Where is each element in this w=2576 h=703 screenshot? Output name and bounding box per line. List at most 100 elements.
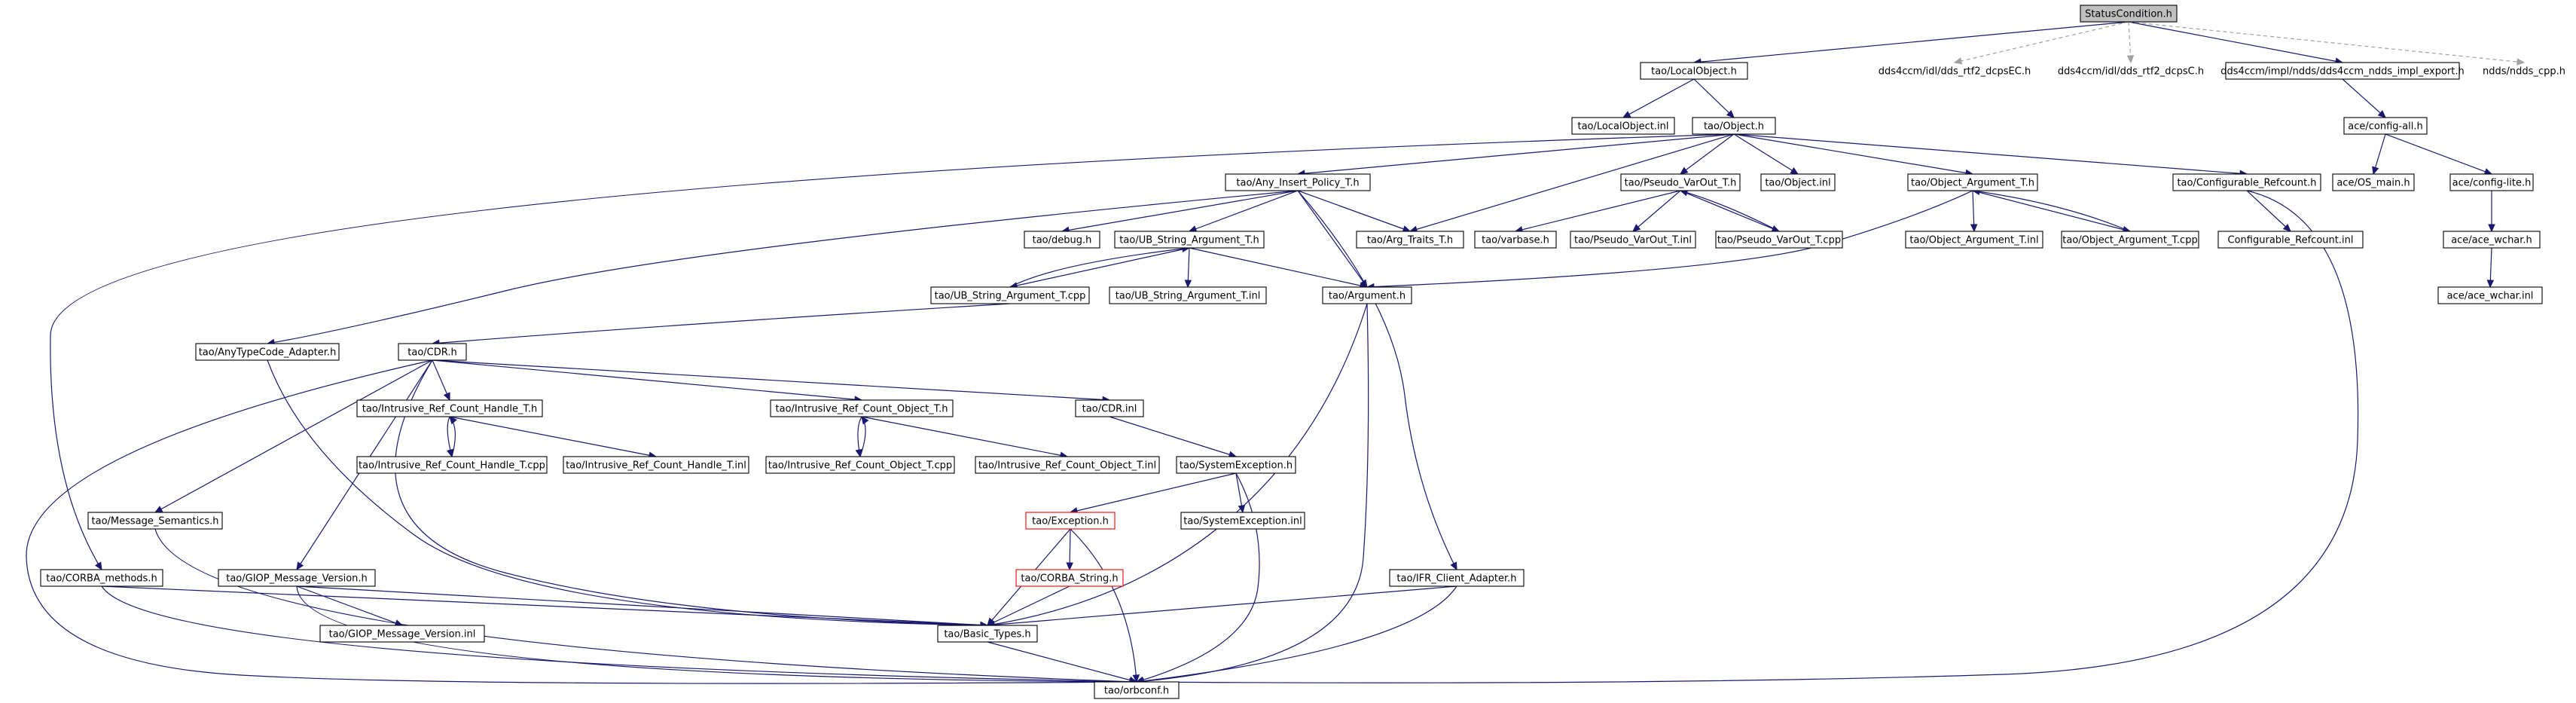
node-box bbox=[87, 512, 223, 530]
node-message-semantics[interactable]: tao/Message_Semantics.h bbox=[87, 512, 223, 530]
node-arg-traits[interactable]: tao/Arg_Traits_T.h bbox=[1356, 231, 1464, 249]
node-label: tao/IFR_Client_Adapter.h bbox=[1396, 573, 1516, 585]
node-box bbox=[1176, 456, 1296, 474]
edge-any_insert_policy-to-ub_string_arg_h bbox=[1189, 190, 1299, 232]
node-label: tao/Object_Argument_T.inl bbox=[1909, 235, 2038, 246]
node-ub-string-arg-h[interactable]: tao/UB_String_Argument_T.h bbox=[1114, 231, 1265, 249]
edge-ifr_client_adapter-to-basic_types bbox=[987, 585, 1457, 626]
node-giop-version-inl[interactable]: tao/GIOP_Message_Version.inl bbox=[319, 625, 485, 643]
node-box bbox=[195, 343, 340, 361]
edge-object_h-to-object_inl bbox=[1733, 133, 1799, 175]
edge-object_h-to-pseudo_varout_h bbox=[1680, 133, 1735, 175]
node-box bbox=[2217, 231, 2364, 249]
node-object-argument-inl[interactable]: tao/Object_Argument_T.inl bbox=[1905, 231, 2043, 249]
node-config-all[interactable]: ace/config-all.h bbox=[2343, 117, 2428, 135]
node-configurable-refcount-inl[interactable]: Configurable_Refcount.inl bbox=[2217, 231, 2364, 249]
node-box bbox=[218, 569, 376, 587]
node-system-exception-inl[interactable]: tao/SystemException.inl bbox=[1180, 512, 1305, 530]
edge-pseudo_varout_h-to-pseudo_varout_inl bbox=[1632, 190, 1681, 232]
edge-object_h-to-arg_traits bbox=[1409, 133, 1735, 232]
node-orbconf[interactable]: tao/orbconf.h bbox=[1094, 681, 1180, 699]
edge-object_h-to-corba_methods bbox=[50, 133, 1735, 570]
node-label: tao/UB_String_Argument_T.h bbox=[1119, 235, 1259, 246]
edge-system_exception_h-to-orbconf bbox=[1136, 472, 1260, 683]
edge-arrowhead bbox=[1132, 674, 1140, 683]
node-giop-version-h[interactable]: tao/GIOP_Message_Version.h bbox=[218, 569, 376, 587]
node-anytypecode-adapter[interactable]: tao/AnyTypeCode_Adapter.h bbox=[195, 343, 340, 361]
node-label: tao/AnyTypeCode_Adapter.h bbox=[199, 347, 337, 359]
node-label: tao/CORBA_methods.h bbox=[46, 573, 157, 585]
node-ace-wchar-h[interactable]: ace/ace_wchar.h bbox=[2443, 231, 2541, 249]
node-config-lite[interactable]: ace/config-lite.h bbox=[2449, 173, 2534, 191]
node-system-exception-h[interactable]: tao/SystemException.h bbox=[1176, 456, 1296, 474]
node-irco-cpp[interactable]: tao/Intrusive_Ref_Count_Object_T.cpp bbox=[765, 456, 955, 474]
node-box bbox=[2080, 5, 2178, 23]
node-basic-types[interactable]: tao/Basic_Types.h bbox=[937, 625, 1038, 643]
node-irch-cpp[interactable]: tao/Intrusive_Ref_Count_Handle_T.cpp bbox=[356, 456, 548, 474]
edge-arrowhead bbox=[1238, 504, 1246, 514]
node-cdr-h[interactable]: tao/CDR.h bbox=[398, 343, 467, 361]
node-object-h[interactable]: tao/Object.h bbox=[1692, 117, 1776, 135]
node-pseudo-varout-h[interactable]: tao/Pseudo_VarOut_T.h bbox=[1620, 173, 1741, 191]
edge-arrowhead bbox=[2282, 224, 2291, 232]
edge-arrowhead bbox=[2488, 224, 2495, 233]
node-irco-h[interactable]: tao/Intrusive_Ref_Count_Object_T.h bbox=[770, 399, 954, 417]
node-irch-h[interactable]: tao/Intrusive_Ref_Count_Handle_T.h bbox=[356, 399, 543, 417]
node-ndds-impl-export[interactable]: dds4ccm/impl/ndds/dds4ccm_ndds_impl_expo… bbox=[2220, 62, 2465, 80]
node-configurable-refcount-h[interactable]: tao/Configurable_Refcount.h bbox=[2172, 173, 2321, 191]
node-label: tao/Object.inl bbox=[1765, 178, 1830, 189]
edge-local_object_h-to-local_object_inl bbox=[1622, 78, 1695, 118]
node-ub-string-arg-cpp[interactable]: tao/UB_String_Argument_T.cpp bbox=[930, 286, 1090, 304]
edge-arrowhead bbox=[1066, 562, 1073, 571]
node-label: tao/LocalObject.h bbox=[1651, 66, 1737, 78]
node-debug-h[interactable]: tao/debug.h bbox=[1024, 231, 1100, 249]
node-box bbox=[1905, 231, 2043, 249]
node-cdr-inl[interactable]: tao/CDR.inl bbox=[1075, 399, 1144, 417]
node-irco-inl[interactable]: tao/Intrusive_Ref_Count_Object_T.inl bbox=[975, 456, 1160, 474]
node-box bbox=[1356, 231, 1464, 249]
node-argument-h[interactable]: tao/Argument.h bbox=[1322, 286, 1412, 304]
edge-arrowhead bbox=[1184, 280, 1192, 289]
node-box bbox=[1907, 173, 2038, 191]
node-object-argument-cpp[interactable]: tao/Object_Argument_T.cpp bbox=[2061, 231, 2199, 249]
node-box bbox=[1474, 231, 1557, 249]
node-box bbox=[319, 625, 485, 643]
node-box bbox=[1024, 231, 1100, 249]
node-box bbox=[1322, 286, 1412, 304]
node-ifr-client-adapter[interactable]: tao/IFR_Client_Adapter.h bbox=[1389, 569, 1525, 587]
edge-ub_string_arg_h-to-ub_string_arg_cpp bbox=[1009, 247, 1190, 288]
node-dds-rtf2-c[interactable]: dds4ccm/idl/dds_rtf2_dcpsC.h bbox=[2058, 63, 2204, 79]
edge-giop_version_h-to-orbconf bbox=[296, 585, 1137, 683]
node-ace-wchar-inl[interactable]: ace/ace_wchar.inl bbox=[2437, 286, 2543, 304]
node-object-inl[interactable]: tao/Object.inl bbox=[1760, 173, 1836, 191]
node-corba-string[interactable]: tao/CORBA_String.h bbox=[1015, 569, 1124, 587]
node-varbase[interactable]: tao/varbase.h bbox=[1474, 231, 1557, 249]
node-irch-inl[interactable]: tao/Intrusive_Ref_Count_Handle_T.inl bbox=[563, 456, 749, 474]
node-box bbox=[2061, 231, 2199, 249]
node-os-main[interactable]: ace/OS_main.h bbox=[2332, 173, 2415, 191]
node-label: tao/Pseudo_VarOut_T.cpp bbox=[1717, 235, 1841, 246]
node-local-object-h[interactable]: tao/LocalObject.h bbox=[1640, 62, 1748, 80]
node-label: tao/Intrusive_Ref_Count_Object_T.h bbox=[776, 404, 948, 415]
node-pseudo-varout-cpp[interactable]: tao/Pseudo_VarOut_T.cpp bbox=[1715, 231, 1843, 249]
edge-basic_types-to-orbconf bbox=[987, 641, 1137, 683]
node-status-condition[interactable]: StatusCondition.h bbox=[2080, 5, 2178, 23]
node-exception-h[interactable]: tao/Exception.h bbox=[1025, 512, 1116, 530]
edge-giop_version_h-to-giop_version_inl bbox=[296, 585, 403, 626]
node-ndds-cpp[interactable]: ndds/ndds_cpp.h bbox=[2481, 63, 2567, 79]
node-object-argument-h[interactable]: tao/Object_Argument_T.h bbox=[1907, 173, 2038, 191]
node-any-insert-policy[interactable]: tao/Any_Insert_Policy_T.h bbox=[1225, 173, 1371, 191]
node-pseudo-varout-inl[interactable]: tao/Pseudo_VarOut_T.inl bbox=[1570, 231, 1696, 249]
node-corba-methods[interactable]: tao/CORBA_methods.h bbox=[40, 569, 163, 587]
edge-any_insert_policy-to-anytypecode_adapter bbox=[267, 190, 1299, 344]
node-box bbox=[2343, 117, 2428, 135]
edge-argument_h-to-orbconf bbox=[1136, 303, 1369, 683]
node-dds-rtf2-ec[interactable]: dds4ccm/idl/dds_rtf2_dcpsEC.h bbox=[1877, 63, 2032, 79]
edge-configurable_refcount_h-to-configurable_refcount_inl bbox=[2246, 190, 2291, 232]
node-ub-string-arg-inl[interactable]: tao/UB_String_Argument_T.inl bbox=[1109, 286, 1267, 304]
node-box bbox=[1620, 173, 1741, 191]
node-label: tao/Intrusive_Ref_Count_Object_T.inl bbox=[978, 460, 1156, 472]
edge-cdr_h-to-irch_h bbox=[432, 359, 450, 401]
node-local-object-inl[interactable]: tao/LocalObject.inl bbox=[1571, 117, 1675, 135]
edge-arrowhead bbox=[94, 561, 102, 571]
